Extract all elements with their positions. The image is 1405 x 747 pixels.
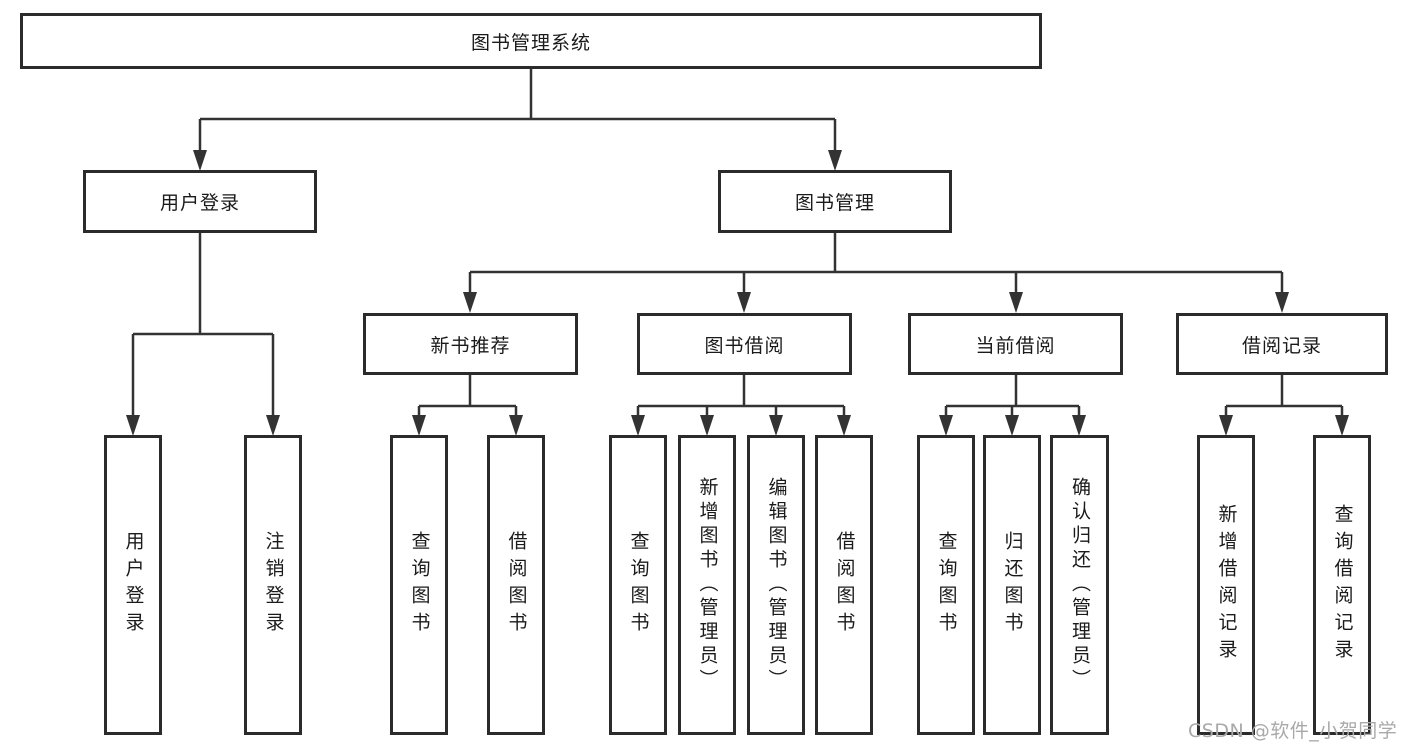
connector-paths xyxy=(131,69,1344,417)
leaf-edit-book-admin: 编辑图书（管理员） xyxy=(747,435,805,735)
leaf-user-login: 用户登录 xyxy=(104,435,162,735)
leaf-current-query-book: 查询图书 xyxy=(917,435,975,735)
node-root-system: 图书管理系统 xyxy=(20,13,1042,69)
watermark: CSDN @软件_小贺同学 xyxy=(1188,720,1398,742)
leaf-logout: 注销登录 xyxy=(244,435,302,735)
leaf-borrow-query-book: 查询图书 xyxy=(609,435,667,735)
leaf-confirm-return-admin: 确认归还（管理员） xyxy=(1050,435,1109,735)
leaf-add-borrow-record: 新增借阅记录 xyxy=(1197,435,1255,735)
leaf-add-book-admin: 新增图书（管理员） xyxy=(678,435,736,735)
node-borrow-records: 借阅记录 xyxy=(1176,313,1388,375)
leaf-return-book: 归还图书 xyxy=(983,435,1041,735)
arrowhead-icons xyxy=(126,150,1349,436)
leaf-recommend-borrow-book: 借阅图书 xyxy=(487,435,545,735)
node-current-borrow: 当前借阅 xyxy=(908,313,1123,375)
node-book-borrow: 图书借阅 xyxy=(637,313,852,375)
node-user-login: 用户登录 xyxy=(83,170,317,233)
leaf-recommend-query-book: 查询图书 xyxy=(390,435,448,735)
node-book-management: 图书管理 xyxy=(718,170,952,233)
leaf-query-borrow-record: 查询借阅记录 xyxy=(1313,435,1371,735)
node-new-book-recommend: 新书推荐 xyxy=(363,313,578,375)
leaf-borrow-borrow-book: 借阅图书 xyxy=(815,435,873,735)
